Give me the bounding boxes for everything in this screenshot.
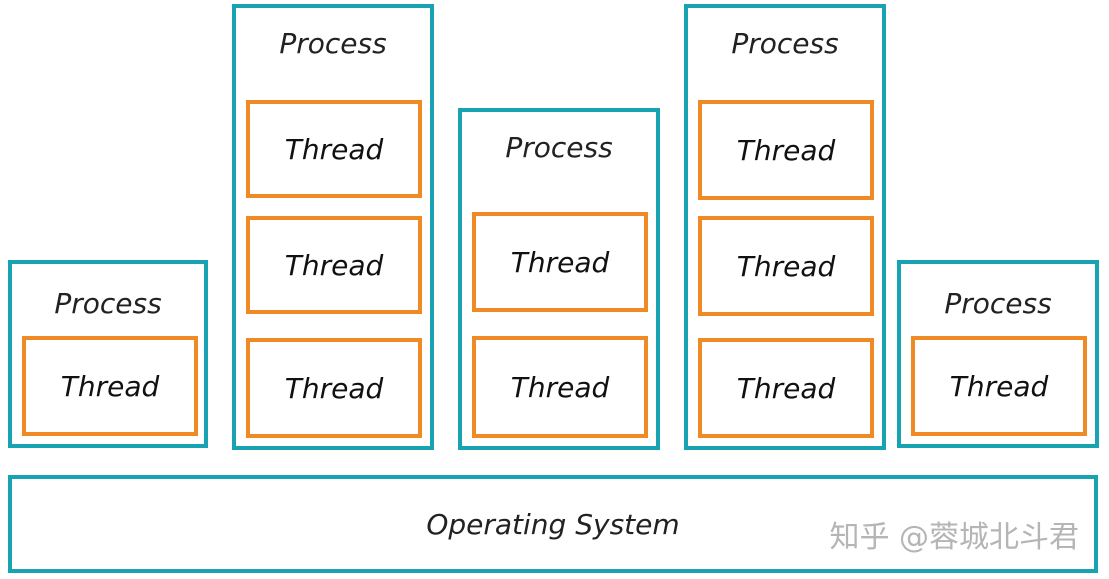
thread-box: Thread: [246, 338, 422, 438]
process-box-1: Process Thread: [8, 260, 208, 448]
process-box-2: Process Thread Thread Thread: [232, 4, 434, 450]
thread-box: Thread: [472, 336, 648, 438]
process-label: Process: [731, 27, 839, 60]
process-label: Process: [505, 131, 613, 164]
thread-box: Thread: [698, 338, 874, 438]
process-label: Process: [54, 287, 162, 320]
thread-box: Thread: [698, 216, 874, 316]
watermark: 知乎 @蓉城北斗君: [829, 520, 1079, 555]
process-label: Process: [279, 27, 387, 60]
thread-box: Thread: [698, 100, 874, 200]
process-box-3: Process Thread Thread: [458, 108, 660, 450]
thread-box: Thread: [472, 212, 648, 312]
process-box-4: Process Thread Thread Thread: [684, 4, 886, 450]
thread-box: Thread: [246, 100, 422, 198]
operating-system-box: Operating System: [8, 475, 1098, 573]
thread-box: Thread: [22, 336, 198, 436]
process-box-5: Process Thread: [897, 260, 1099, 448]
process-label: Process: [944, 287, 1052, 320]
thread-box: Thread: [246, 216, 422, 314]
thread-box: Thread: [911, 336, 1087, 436]
